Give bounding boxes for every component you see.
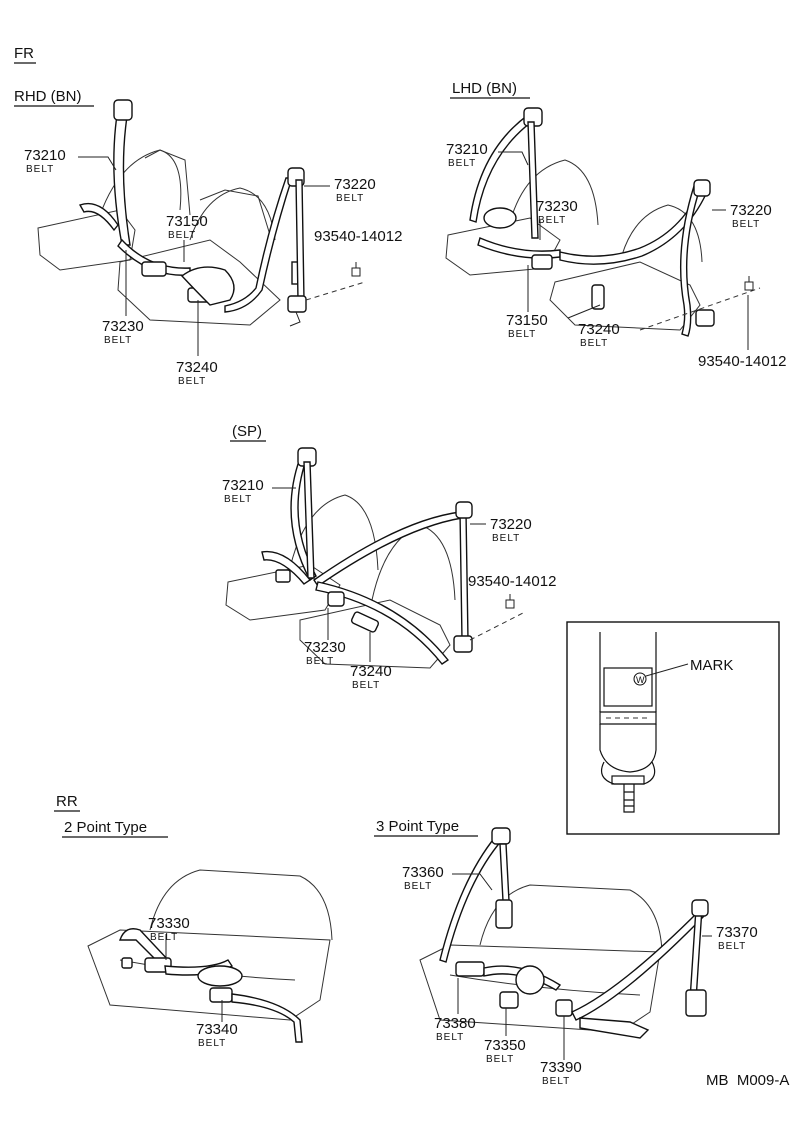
sp-part-73230-name: BELT xyxy=(306,656,334,667)
header-rhd: RHD (BN) xyxy=(14,88,82,105)
header-sp: (SP) xyxy=(232,423,262,440)
rhd-buckle-73150 xyxy=(141,261,167,277)
rhd-part-73240-name: BELT xyxy=(178,376,206,387)
rhd-part-73150-name: BELT xyxy=(168,230,196,241)
mark-w-letter: W xyxy=(636,675,645,685)
rr3-part-73380-number: 73380 xyxy=(434,1015,476,1032)
mark-label: MARK xyxy=(690,657,733,674)
sp-part-73220-number: 73220 xyxy=(490,516,532,533)
lhd-part-73230-name: BELT xyxy=(538,215,566,226)
sp-part-73210-name: BELT xyxy=(224,494,252,505)
rr3-buckle-73350 xyxy=(499,991,519,1009)
header-two-point: 2 Point Type xyxy=(64,819,147,836)
lhd-part-73210-name: BELT xyxy=(448,158,476,169)
rr-two-point-drawing xyxy=(87,869,333,1043)
rr2-part-73330-number: 73330 xyxy=(148,915,190,932)
header-fr: FR xyxy=(14,45,34,62)
lhd-buckle-73150 xyxy=(531,254,553,270)
rr3-part-73350-number: 73350 xyxy=(484,1037,526,1054)
sp-bolt-93540 xyxy=(505,594,515,609)
rhd-part-73150-number: 73150 xyxy=(166,213,208,230)
lhd-part-73220-name: BELT xyxy=(732,219,760,230)
mark-detail-box: W xyxy=(566,621,780,835)
rr2-part-73340-number: 73340 xyxy=(196,1021,238,1038)
lhd-bolt-93540 xyxy=(744,276,754,291)
sp-part-93540-number: 93540-14012 xyxy=(468,573,556,590)
rhd-belt-73210 xyxy=(113,107,131,246)
sp-buckle-73230 xyxy=(327,591,345,607)
rhd-bolt-93540 xyxy=(351,262,361,277)
sp-belt-73210 xyxy=(290,457,317,582)
rr3-buckle-73390 xyxy=(555,999,573,1017)
rr-three-point-drawing xyxy=(419,827,709,1039)
rr3-part-73370-name: BELT xyxy=(718,941,746,952)
header-three-point: 3 Point Type xyxy=(376,818,459,835)
rr2-buckle-73330 xyxy=(144,957,172,973)
rhd-belt-73220 xyxy=(224,177,293,313)
rr3-part-73360-number: 73360 xyxy=(402,864,444,881)
lhd-part-73240-name: BELT xyxy=(580,338,608,349)
rr3-part-73390-name: BELT xyxy=(542,1076,570,1087)
rr2-part-73340-name: BELT xyxy=(198,1038,226,1049)
lhd-part-73230-number: 73230 xyxy=(536,198,578,215)
rhd-part-73240-number: 73240 xyxy=(176,359,218,376)
rhd-part-73230-number: 73230 xyxy=(102,318,144,335)
lhd-part-73220-number: 73220 xyxy=(730,202,772,219)
rr3-buckle-73380 xyxy=(455,961,485,977)
lhd-part-73150-name: BELT xyxy=(508,329,536,340)
rhd-part-73210-name: BELT xyxy=(26,164,54,175)
lhd-part-73150-number: 73150 xyxy=(506,312,548,329)
lhd-part-73240-number: 73240 xyxy=(578,321,620,338)
rr3-part-73360-name: BELT xyxy=(404,881,432,892)
header-lhd: LHD (BN) xyxy=(452,80,517,97)
sp-drawing xyxy=(225,447,526,669)
rhd-drawing xyxy=(37,99,366,327)
sp-part-73240-number: 73240 xyxy=(350,663,392,680)
rhd-seat-right xyxy=(117,187,281,326)
rr3-part-73370-number: 73370 xyxy=(716,924,758,941)
lhd-belt-73210 xyxy=(469,114,536,223)
sp-buckle-73240 xyxy=(350,611,380,633)
sp-part-73230-number: 73230 xyxy=(304,639,346,656)
sp-part-73220-name: BELT xyxy=(492,533,520,544)
footer-diagram-code: MB M009-A xyxy=(706,1072,789,1089)
lhd-buckle-73240 xyxy=(591,284,605,310)
sp-belt-73220 xyxy=(459,511,469,641)
rhd-part-73220-name: BELT xyxy=(336,193,364,204)
rhd-part-73230-name: BELT xyxy=(104,335,132,346)
rr3-part-73380-name: BELT xyxy=(436,1032,464,1043)
rr3-part-73390-number: 73390 xyxy=(540,1059,582,1076)
rhd-part-73220-number: 73220 xyxy=(334,176,376,193)
lhd-drawing xyxy=(445,107,761,337)
rr2-part-73330-name: BELT xyxy=(150,932,178,943)
rr3-part-73350-name: BELT xyxy=(486,1054,514,1065)
mark-w-symbol xyxy=(633,672,647,686)
rr3-belt-73360 xyxy=(439,835,504,963)
header-rr: RR xyxy=(56,793,78,810)
rhd-part-93540-number: 93540-14012 xyxy=(314,228,402,245)
sp-part-73210-number: 73210 xyxy=(222,477,264,494)
lhd-part-93540-number: 93540-14012 xyxy=(698,353,786,370)
rr2-rear-seat xyxy=(87,869,333,1021)
lhd-belt-73220 xyxy=(679,185,701,337)
lhd-part-73210-number: 73210 xyxy=(446,141,488,158)
rhd-part-73210-number: 73210 xyxy=(24,147,66,164)
sp-part-73240-name: BELT xyxy=(352,680,380,691)
rr2-buckle-73340 xyxy=(209,987,233,1003)
